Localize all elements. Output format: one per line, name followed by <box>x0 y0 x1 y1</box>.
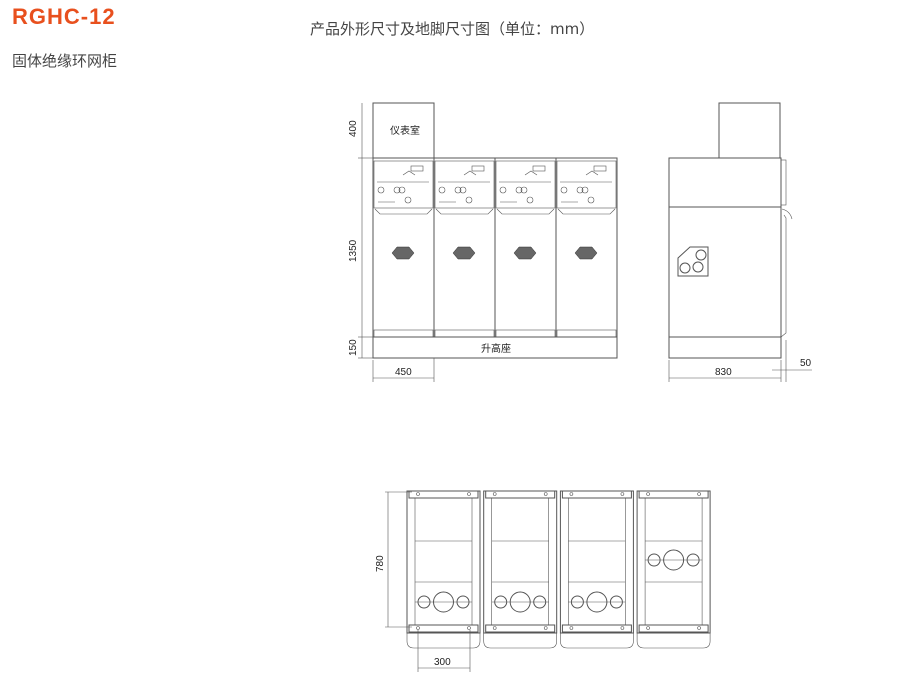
dim-300: 300 <box>434 657 451 668</box>
cabinet-panel <box>555 157 618 338</box>
dim-780: 780 <box>375 555 386 572</box>
dim-150: 150 <box>348 339 359 356</box>
front-view: 仪表室 升高座 400 1350 150 450 <box>348 102 618 382</box>
dim-450: 450 <box>395 367 412 378</box>
vent-grille <box>391 246 415 260</box>
base-frame <box>636 490 711 649</box>
cabinet-panel <box>372 157 435 338</box>
base-frame <box>483 490 558 649</box>
vent-grille <box>513 246 537 260</box>
base-frame <box>559 490 634 649</box>
vent-grille <box>574 246 598 260</box>
side-view: 830 50 <box>668 102 812 382</box>
dim-1350: 1350 <box>348 239 359 262</box>
base-view: 780 300 <box>375 490 711 672</box>
drawing-title: 产品外形尺寸及地脚尺寸图（单位：mm） <box>310 20 595 38</box>
product-subtitle: 固体绝缘环网柜 <box>12 52 118 70</box>
instrument-room-label: 仪表室 <box>390 124 420 137</box>
cabinet-panel <box>494 157 557 338</box>
model-title: RGHC-12 <box>12 4 116 29</box>
dim-830: 830 <box>715 367 732 378</box>
vent-grille <box>452 246 476 260</box>
dim-50: 50 <box>800 358 812 369</box>
base-label: 升高座 <box>481 342 511 355</box>
cabinet-panel <box>433 157 496 338</box>
dim-400: 400 <box>348 120 359 137</box>
base-frame <box>406 490 481 649</box>
